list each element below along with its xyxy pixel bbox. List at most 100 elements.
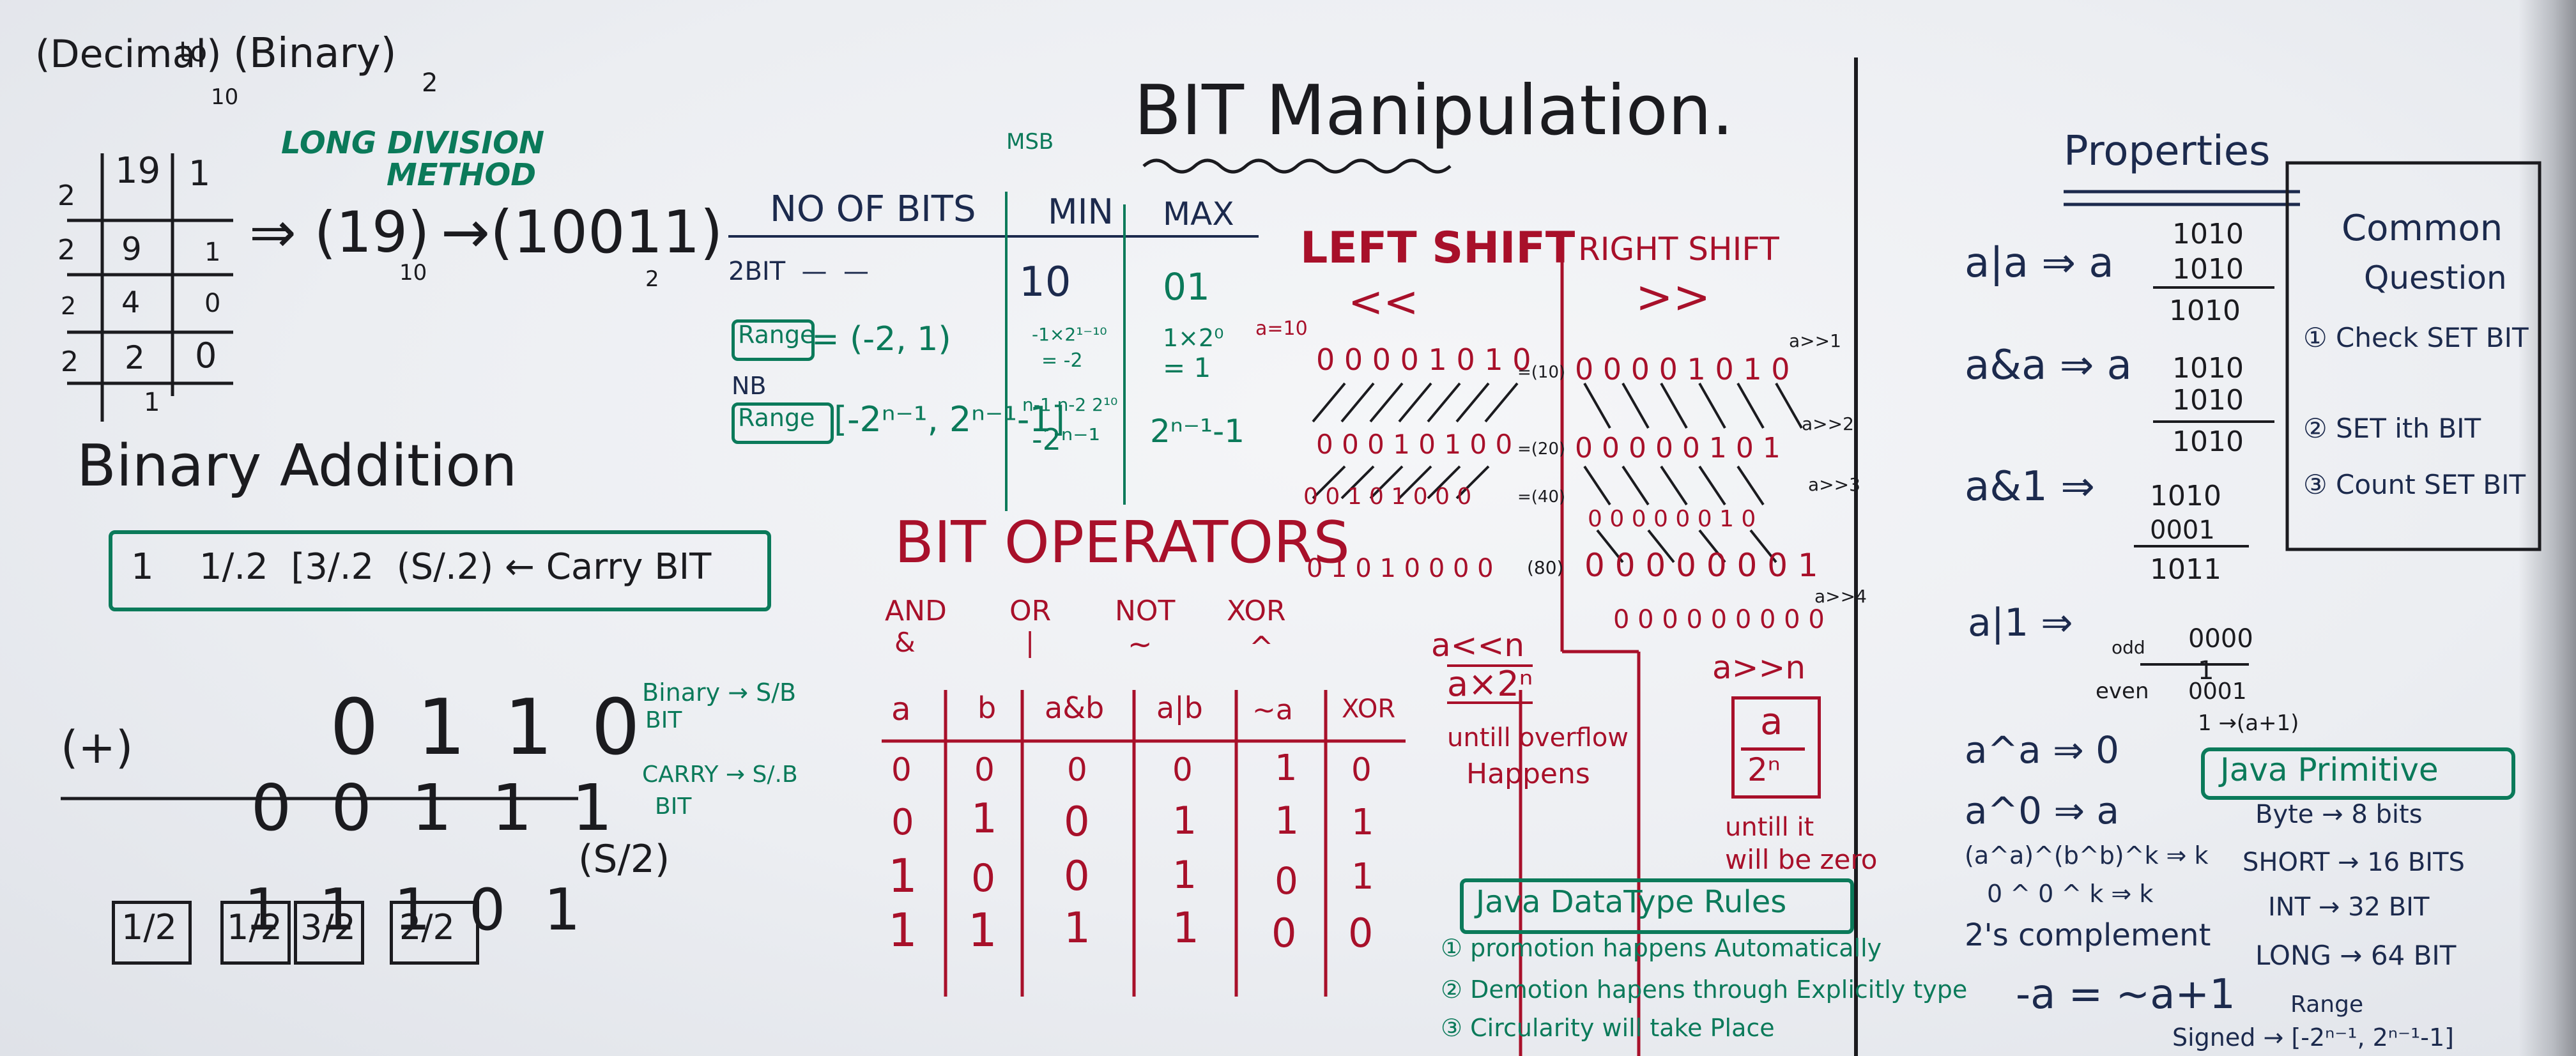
right-row-3: 0 0 0 0 0 0 0 1 <box>1584 547 1818 584</box>
prop-or-self: a|a ⇒ a <box>1965 240 2114 287</box>
java-rule-2: ② Demotion hapens through Explicitly typ… <box>1441 976 1968 1004</box>
java-rules-title: Java DataType Rules <box>1476 884 1787 920</box>
decimal-result: ⇒ (19) <box>249 199 430 265</box>
range-n: [-2ⁿ⁻¹, 2ⁿ⁻¹-1] <box>834 399 1065 440</box>
col-xor: XOR <box>1342 694 1396 724</box>
left-val-1: =(20) <box>1517 440 1566 459</box>
prop-or-one: a|1 ⇒ <box>1968 601 2073 645</box>
sym-or: | <box>1025 627 1035 658</box>
overflow-note: untill overflow <box>1447 723 1629 753</box>
left-val-0: =(10) <box>1517 363 1566 382</box>
op-xor: XOR <box>1227 595 1286 627</box>
sum-row: 11101 <box>244 876 619 944</box>
carry-sb-note-bit: BIT <box>655 793 692 820</box>
calc1-b: 1010 <box>2172 253 2244 286</box>
right-shift-title: RIGHT SHIFT <box>1578 231 1779 268</box>
quotient: 9 <box>121 231 142 268</box>
a-shl-n: a<<n <box>1431 627 1525 664</box>
method-label: METHOD <box>387 157 537 193</box>
primitive-long: LONG → 64 BIT <box>2255 940 2457 971</box>
question-3: ③ Count SET BIT <box>2303 469 2526 500</box>
right-shift-symbol: >> <box>1636 271 1711 323</box>
left-row-0: 0 0 0 0 1 0 1 0 <box>1316 342 1531 377</box>
prop-xor-zero: a^0 ⇒ a <box>1965 789 2120 832</box>
binary-sb-note: Binary → S/B <box>642 678 797 707</box>
quotient: 19 <box>115 150 161 192</box>
calc3-res: 1011 <box>2150 553 2221 586</box>
sym-and: & <box>894 627 916 658</box>
col-or: a|b <box>1156 691 1203 725</box>
calc1-res: 1010 <box>2169 295 2241 327</box>
range-label: Range <box>738 321 815 349</box>
prop-xor-self: a^a ⇒ 0 <box>1965 728 2120 772</box>
left-shift-symbol: << <box>1348 277 1419 326</box>
2bit-max: 01 <box>1163 265 1210 309</box>
binary-addition-title: Binary Addition <box>77 432 518 500</box>
negation-formula: -a = ~a+1 <box>2016 971 2235 1018</box>
remainder: 1 <box>188 153 211 194</box>
odd-label: odd <box>2112 637 2145 658</box>
decimal-label: (Decimal) <box>35 32 222 77</box>
col-b: b <box>977 691 997 725</box>
calc3-b: 0001 <box>2150 516 2215 545</box>
left-val-3: (80) <box>1527 557 1564 578</box>
binary-label: (Binary) <box>233 30 397 77</box>
no-of-bits-header: NO OF BITS <box>770 188 976 230</box>
op-not: NOT <box>1115 595 1176 627</box>
java-primitive-title: Java Primitive <box>2220 751 2439 788</box>
max-n: 2ⁿ⁻¹-1 <box>1150 413 1245 450</box>
2bit-label: 2BIT — — <box>728 257 869 286</box>
primitive-int: INT → 32 BIT <box>2268 892 2430 922</box>
max-calc-result: = 1 <box>1163 352 1211 383</box>
a-equals: a=10 <box>1255 318 1308 340</box>
right-row-0: 0 0 0 0 1 0 1 0 <box>1575 352 1790 386</box>
min-calc: -1×2¹⁻¹⁰ <box>1032 324 1107 345</box>
a-div-box <box>1731 696 1821 799</box>
range-2bit: = (-2, 1) <box>811 320 951 358</box>
question-1: ① Check SET BIT <box>2303 322 2529 353</box>
a-shr-n: a>>n <box>1712 649 1806 686</box>
decimal-subscript: 10 <box>211 84 239 110</box>
op-and: AND <box>885 595 947 627</box>
col-a: a <box>891 691 911 728</box>
long-division-label: LONG DIVISION <box>281 125 545 161</box>
primitive-byte: Byte → 8 bits <box>2255 800 2423 829</box>
board-frame <box>2518 0 2576 1056</box>
right-op-1: a>>1 <box>1789 330 1841 351</box>
calc2-b: 1010 <box>2172 384 2244 417</box>
twos-complement: 2's complement <box>1965 917 2211 953</box>
msb-label: MSB <box>1006 129 1054 155</box>
a-div-numerator: a <box>1760 700 1783 743</box>
col-not: ~a <box>1252 694 1293 726</box>
calc3-a: 1010 <box>2150 480 2221 512</box>
divisor: 2 <box>57 234 75 266</box>
right-row-4: 0 0 0 0 0 0 0 0 0 <box>1613 605 1825 634</box>
plus-sign: (+) <box>61 721 134 774</box>
common-question-subtitle: Question <box>2364 259 2507 296</box>
sym-not: ~ <box>1128 627 1153 661</box>
question-2: ② SET ith BIT <box>2303 413 2481 444</box>
quotient: 1 <box>144 388 160 417</box>
right-op-3: a>>3 <box>1808 474 1860 495</box>
left-row-3: 0 1 0 1 0 0 0 0 <box>1307 554 1494 583</box>
common-question-title: Common <box>2342 208 2503 249</box>
carry-value: 3/2 <box>300 907 356 947</box>
min-calc-result: = -2 <box>1041 349 1083 372</box>
2bit-min: 10 <box>1019 259 1071 306</box>
java-rule-1: ① promotion happens Automatically <box>1441 934 1882 962</box>
carry-value: 1/2 <box>227 907 282 947</box>
min-header: MIN <box>1048 192 1114 232</box>
zero-note: untill it <box>1725 813 1814 842</box>
overflow-happens: Happens <box>1466 758 1590 790</box>
quotient: 2 <box>125 339 145 376</box>
range-label-n: Range <box>738 404 815 432</box>
carry-box-3 <box>294 901 364 965</box>
zero-note-2: will be zero <box>1725 844 1878 875</box>
left-val-2: =(40) <box>1517 487 1566 507</box>
prop-and-one: a&1 ⇒ <box>1965 463 2095 510</box>
max-calc: 1×2⁰ <box>1163 324 1224 352</box>
range-note: Range <box>2290 991 2364 1018</box>
carry-row: 1 1/.2 [3/.2 (S/.2) ← Carry BIT <box>131 546 712 588</box>
